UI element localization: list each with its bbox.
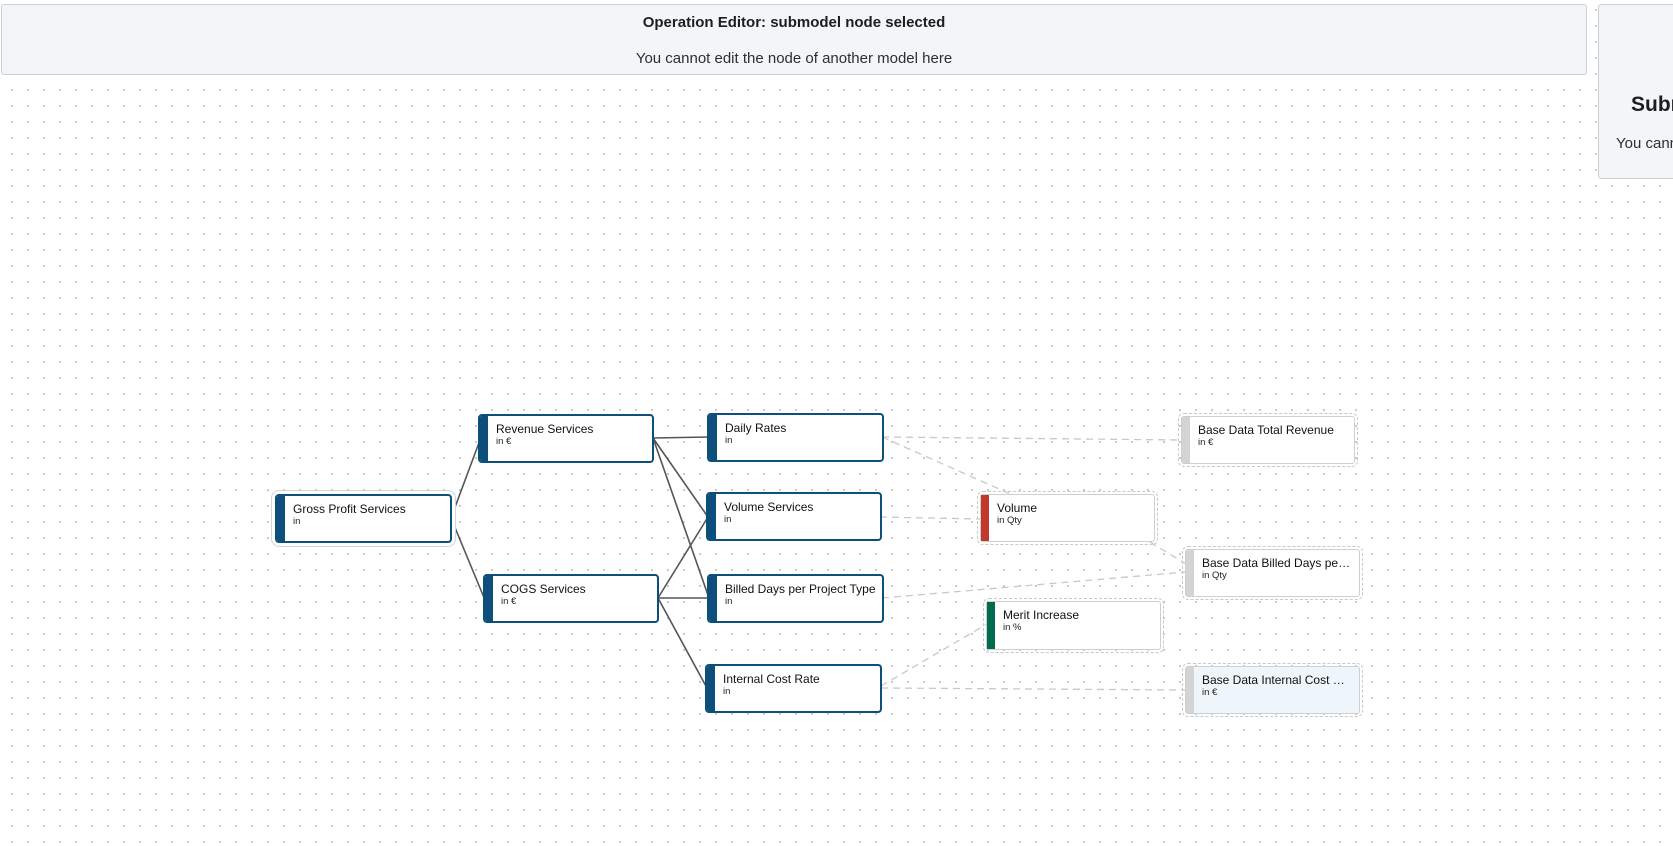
node-accent-bar <box>1186 667 1194 713</box>
node-unit: in Qty <box>1202 570 1227 581</box>
banner-title: Operation Editor: submodel node selected <box>642 14 946 31</box>
node-daily-rates[interactable]: Daily Rates in <box>707 413 884 462</box>
node-gross-profit-services[interactable]: Gross Profit Services in <box>275 494 452 543</box>
node-accent-bar <box>480 416 488 461</box>
edge-volumeservices-volume <box>879 516 982 520</box>
node-accent-bar <box>277 496 285 541</box>
node-unit: in % <box>1003 622 1022 633</box>
edge-cogs-volume <box>657 516 709 599</box>
node-accent-bar <box>708 494 716 539</box>
edge-revenue-billeddays <box>652 437 710 599</box>
node-name: Merit Increase <box>1003 608 1080 622</box>
node-internal-cost-rate[interactable]: Internal Cost Rate in <box>705 664 882 713</box>
node-name: Base Data Internal Cost Rate <box>1202 673 1353 687</box>
node-billed-days-per-project-type[interactable]: Billed Days per Project Type in <box>707 574 884 623</box>
node-name: Volume Services <box>724 500 814 514</box>
node-base-data-billed-days[interactable]: Base Data Billed Days per Pr... in Qty <box>1182 546 1363 600</box>
node-unit: in <box>723 686 731 697</box>
node-name: Internal Cost Rate <box>723 672 820 686</box>
edge-dailyrates-volume <box>881 436 1016 497</box>
operation-editor-banner: Operation Editor: submodel node selected… <box>1 4 1587 75</box>
node-unit: in € <box>1198 437 1214 448</box>
edge-revenue-volume <box>652 437 709 518</box>
edge-gross-cogs <box>450 517 486 601</box>
node-base-data-total-revenue[interactable]: Base Data Total Revenue in € <box>1178 413 1358 467</box>
node-volume[interactable]: Volume in Qty <box>977 491 1158 545</box>
side-panel-title: Subm <box>1631 93 1673 116</box>
edge-billeddays-basebilled <box>881 571 1187 599</box>
node-merit-increase[interactable]: Merit Increase in % <box>983 598 1164 653</box>
edge-revenue-dailyrates <box>652 436 710 439</box>
node-name: COGS Services <box>501 582 586 596</box>
side-panel-message: You cann <box>1616 135 1673 152</box>
node-accent-bar <box>709 415 717 460</box>
node-unit: in € <box>496 436 512 447</box>
node-name: Billed Days per Project Type <box>725 582 876 596</box>
node-accent-bar <box>1186 550 1194 596</box>
edge-gross-revenue <box>450 439 481 519</box>
node-unit: in € <box>1202 687 1218 698</box>
node-name: Revenue Services <box>496 422 594 436</box>
node-accent-bar <box>981 495 989 541</box>
node-base-data-internal-cost-rate[interactable]: Base Data Internal Cost Rate in € <box>1182 663 1363 717</box>
node-accent-bar <box>485 576 493 621</box>
edge-internalcost-baseinternal <box>880 687 1187 691</box>
node-accent-bar <box>1182 417 1190 463</box>
node-name: Base Data Billed Days per Pr... <box>1202 556 1353 570</box>
edge-dailyrates-basetotal <box>881 436 1183 441</box>
submodel-side-panel: Subm You cann <box>1598 4 1673 179</box>
node-accent-bar <box>707 666 715 711</box>
node-volume-services[interactable]: Volume Services in <box>706 492 882 541</box>
node-accent-bar <box>987 602 995 649</box>
node-unit: in Qty <box>997 515 1022 526</box>
node-cogs-services[interactable]: COGS Services in € <box>483 574 659 623</box>
node-unit: in € <box>501 596 517 607</box>
banner-message: You cannot edit the node of another mode… <box>635 50 953 67</box>
edge-cogs-internalcost <box>657 597 708 689</box>
node-unit: in <box>725 435 733 446</box>
node-name: Volume <box>997 501 1038 515</box>
node-name: Daily Rates <box>725 421 787 435</box>
node-unit: in <box>725 596 733 607</box>
node-name: Gross Profit Services <box>293 502 406 516</box>
node-unit: in <box>724 514 732 525</box>
node-revenue-services[interactable]: Revenue Services in € <box>478 414 654 463</box>
node-name: Base Data Total Revenue <box>1198 423 1334 437</box>
node-accent-bar <box>709 576 717 621</box>
node-unit: in <box>293 516 301 527</box>
edge-internalcost-merit <box>880 623 988 687</box>
edge-volume-basebilled <box>1149 541 1187 565</box>
